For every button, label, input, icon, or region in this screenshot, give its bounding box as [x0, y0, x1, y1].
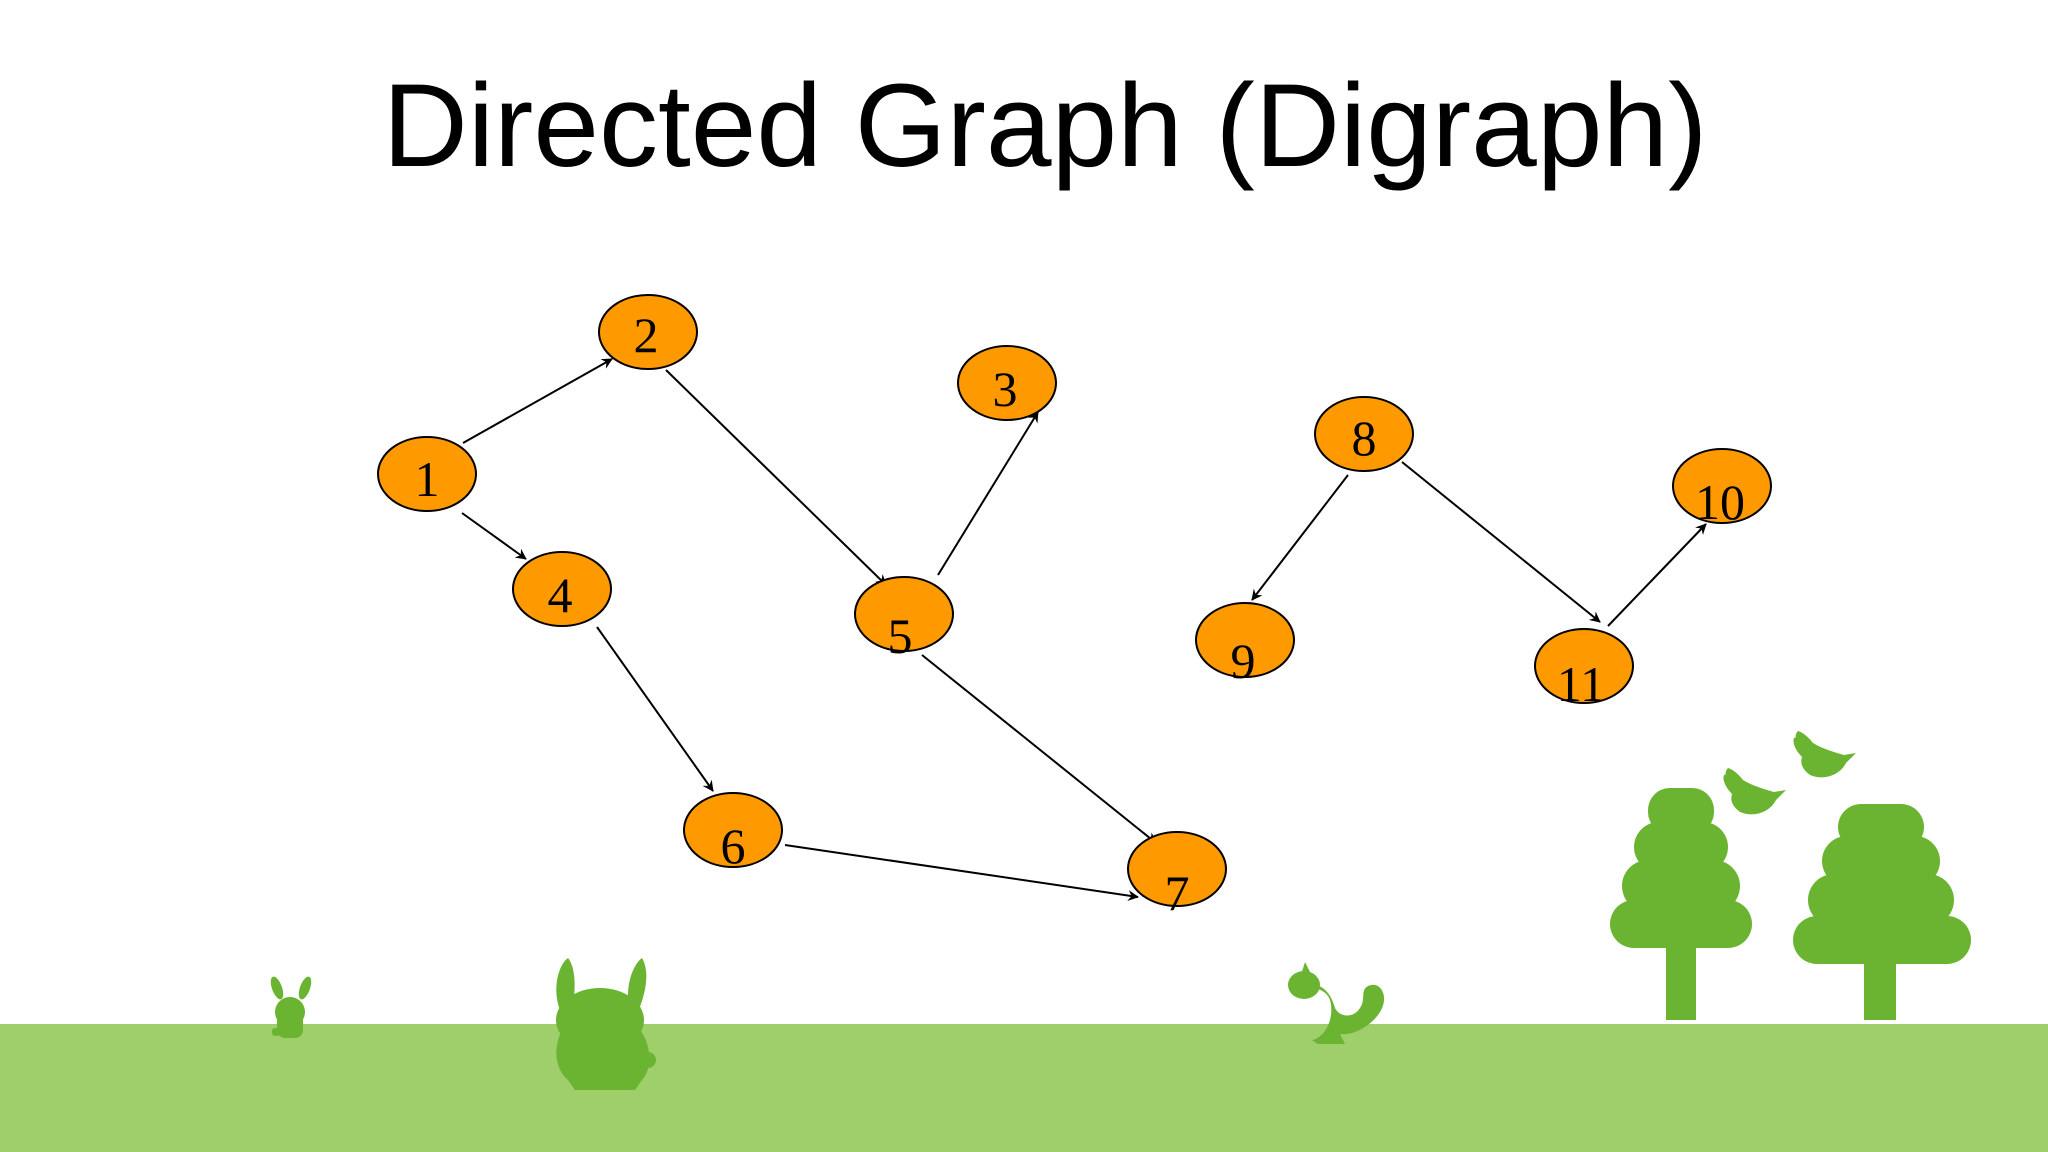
node-ellipse [683, 792, 783, 868]
node-ellipse [377, 436, 477, 512]
rabbit-small [270, 976, 312, 1038]
rabbit-large [556, 958, 656, 1090]
node-label: 1 [415, 451, 440, 507]
edge-1-4 [461, 512, 527, 560]
ground [0, 1024, 2048, 1152]
node-label: 9 [1231, 633, 1256, 689]
squirrel [1288, 962, 1385, 1044]
tree-left [1610, 788, 1752, 1020]
node-9: 9 [1195, 602, 1295, 689]
node-11: 11 [1534, 628, 1634, 712]
node-4: 4 [512, 551, 612, 627]
node-label: 6 [721, 818, 746, 874]
node-ellipse [598, 294, 698, 370]
edge-2-5 [665, 369, 887, 586]
edges-layer [461, 358, 1707, 901]
page-title: Directed Graph (Digraph) [382, 60, 1708, 192]
node-label: 7 [1165, 865, 1190, 921]
node-3: 3 [957, 345, 1057, 421]
edge-5-7 [921, 654, 1157, 844]
node-ellipse [1534, 628, 1634, 704]
node-ellipse [1127, 831, 1227, 907]
node-label: 2 [634, 307, 659, 363]
edge-8-11 [1401, 461, 1601, 623]
node-ellipse [1195, 602, 1295, 678]
bird-left [1723, 768, 1786, 815]
node-label: 4 [548, 567, 573, 623]
node-label: 3 [993, 361, 1018, 417]
node-10: 10 [1672, 448, 1772, 530]
node-label: 5 [888, 608, 913, 664]
node-ellipse [957, 345, 1057, 421]
bird-right [1793, 731, 1856, 778]
node-label: 11 [1557, 656, 1605, 712]
node-8: 8 [1314, 396, 1414, 472]
edge-11-10 [1607, 523, 1707, 627]
edge-6-7 [784, 844, 1139, 901]
edge-8-9 [1251, 474, 1349, 601]
node-2: 2 [598, 294, 698, 370]
node-ellipse [1672, 448, 1772, 524]
edge-5-3 [937, 411, 1039, 576]
nodes-layer: 1 2 3 4 5 6 7 8 9 10 11 [377, 294, 1772, 921]
tree-right [1793, 804, 1971, 1020]
node-ellipse [1314, 396, 1414, 472]
edge-1-2 [462, 358, 613, 444]
node-ellipse [854, 576, 954, 652]
node-label: 10 [1695, 474, 1745, 530]
node-7: 7 [1127, 831, 1227, 921]
node-5: 5 [854, 576, 954, 664]
edge-4-6 [596, 626, 714, 792]
node-6: 6 [683, 792, 783, 874]
node-label: 8 [1352, 410, 1377, 466]
node-1: 1 [377, 436, 477, 512]
node-ellipse [512, 551, 612, 627]
